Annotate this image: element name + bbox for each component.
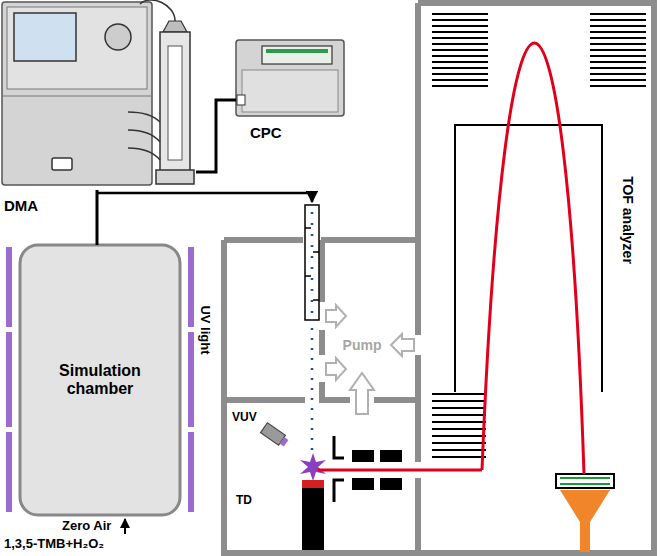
pump-label: Pump [343,337,382,353]
vacuum-housing [224,3,654,553]
dma-instrument-part [105,24,131,50]
cpc-instrument-part [242,70,338,112]
aerodynamic-lens-part [313,299,319,301]
aerodynamic-lens-part [305,205,319,320]
cpc-instrument-part [237,95,245,105]
aerodynamic-lens-part [313,251,319,253]
tof-internals [432,14,646,488]
ion-source-part [261,423,290,448]
tof-internals-part [590,14,646,86]
chamber-illustration-part [188,432,194,512]
dma-instrument-part [163,21,187,32]
cpc-instrument-part [266,49,328,53]
dma-instrument-part [52,158,72,170]
pump-arrows-part [350,373,374,414]
vacuum-housing-part [224,237,303,243]
ion-trajectory-part [482,43,584,474]
pump-arrows [326,305,414,414]
vacuum-housing-part [415,478,421,553]
node-label: DMA [4,197,38,214]
vacuum-housing-part [319,240,325,302]
chamber-illustration-part [20,245,180,515]
cpc-instrument-part [262,46,332,64]
ion-source-part [380,478,402,490]
ion-source-part [300,453,326,481]
input-label: 1,3,5-TMB+H₂O₂ [4,537,104,552]
dma-instrument-part [156,170,194,184]
vacuum-housing-part [224,240,418,553]
cpc-instrument-part [236,40,344,116]
ion-source-part [302,488,324,550]
ion-source-part [302,480,324,488]
dma-instrument-part [14,13,76,61]
chamber-illustration [6,245,194,534]
ion-source-part-part [280,437,289,446]
aerodynamic-lens [305,205,319,458]
ion-source-part [352,450,374,462]
detector-part [560,490,610,552]
ion-source-part [380,450,402,462]
lamp-label: UV light [198,305,213,354]
pump-arrows-part [326,305,346,327]
vacuum-housing-part [415,3,421,335]
tof-internals-part [556,474,614,488]
part-label: TD [236,494,252,508]
dma-instrument-part [140,0,175,22]
input-label: Zero Air [62,519,111,534]
chamber-illustration-part [6,247,12,327]
chamber-illustration-part [6,432,12,512]
node-label: Simulation chamber [35,362,165,399]
aerodynamic-lens-part [311,212,314,318]
instrument-box: CPC [236,40,346,118]
pump-arrows-part [391,334,414,356]
vacuum-housing-part [224,397,305,403]
node-label: CPC [250,124,282,141]
dma-instrument-part [128,112,160,122]
vacuum-housing-part [374,397,418,403]
aerodynamic-lens-part [305,275,311,277]
ion-trajectory [318,43,584,474]
detector-part [560,483,610,485]
vacuum-housing-part [321,237,418,243]
chamber-illustration-part [124,519,126,534]
dma-instrument-part [160,32,190,172]
lamp-label: VUV [232,411,257,425]
node-label: TOF analyzer [620,176,636,264]
dma-instrument-part [128,130,160,142]
sample-line [97,193,312,202]
vacuum-housing-part [319,330,325,355]
instrument-box: DMA [0,0,196,190]
dma-instrument-part [168,46,182,160]
chamber-illustration-part [6,332,12,427]
chamber-illustration-part [188,332,194,427]
ion-source-part [334,480,344,502]
tof-internals-part [432,14,488,86]
tube-connector [96,190,99,245]
ion-source-part [334,436,344,458]
dma-instrument-part [7,7,147,89]
cpc-instrument [236,40,344,116]
vacuum-housing-part [319,382,325,400]
dma-instrument-part [2,2,152,185]
detector [560,478,610,552]
tube-connector [196,100,236,172]
chamber-illustration-part [188,247,194,327]
aerodynamic-lens-part [311,328,314,458]
ion-source [261,423,402,550]
vacuum-housing-part [415,355,421,462]
dma-instrument-part [2,96,152,97]
chamber-box: Simulation chamber [20,245,180,515]
ion-trajectory-part [318,469,482,472]
pump-arrows-part [326,358,346,380]
aerodynamic-lens-part [305,227,311,229]
dma-instrument [2,0,194,185]
tof-internals-part [432,394,486,457]
detector-part [560,477,610,479]
dma-instrument-part [128,148,160,160]
ion-source-part [352,478,374,490]
analyzer-box: TOF analyzer [415,0,658,556]
